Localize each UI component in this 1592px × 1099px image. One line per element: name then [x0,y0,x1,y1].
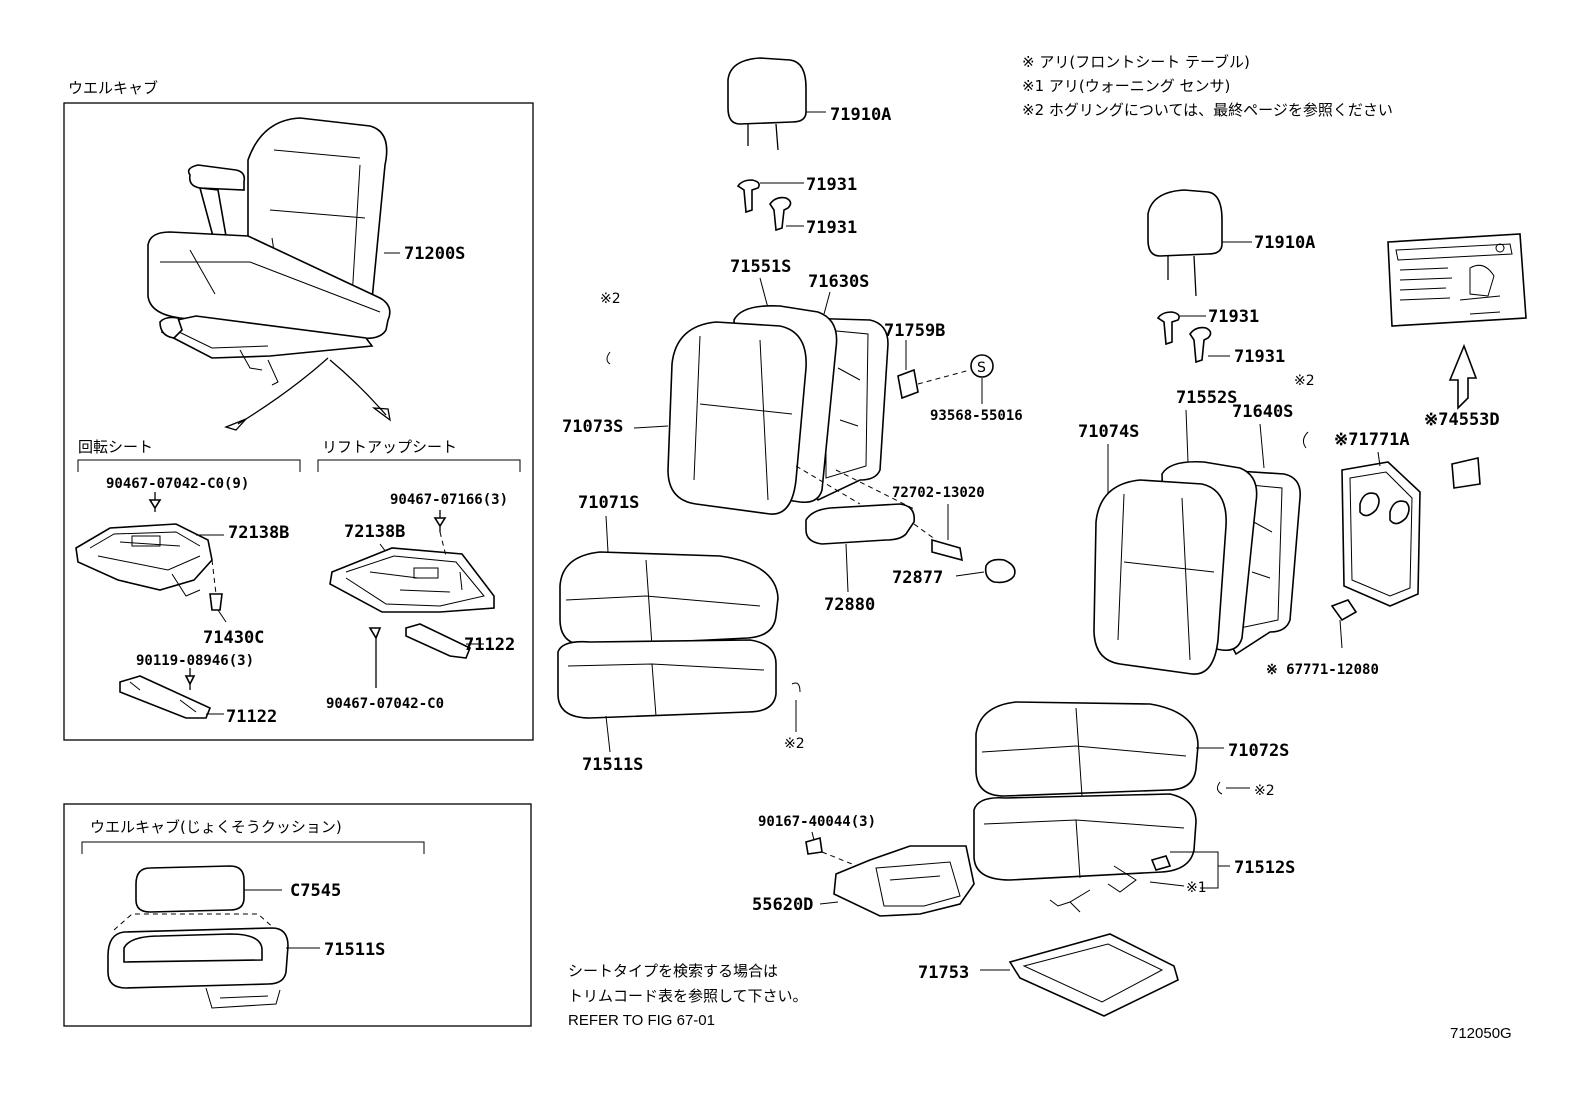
note-warning-sensor: ※1 アリ(ウォーニング センサ) [1022,77,1230,95]
part-label-71931-d[interactable]: 71931 [1234,347,1285,367]
hog-ring-mark-c: ※2 [1294,373,1315,389]
headrest-71910A-right [1147,189,1223,257]
hog-ring-mark-b: ※2 [784,736,805,752]
label-74553D [1451,457,1481,489]
part-label-C7545[interactable]: C7545 [290,881,341,901]
part-label-55620D[interactable]: 55620D [752,895,813,915]
part-label-71511S-main[interactable]: 71511S [582,755,643,775]
part-label-71753[interactable]: 71753 [918,963,969,983]
part-label-93568-55016[interactable]: 93568-55016 [930,408,1023,424]
part-label-71931-a[interactable]: 71931 [806,175,857,195]
part-label-71071S[interactable]: 71071S [578,493,639,513]
arrow-to-liftup [329,359,387,416]
welcab-frame [63,102,534,741]
welcab-seat-drawing [147,117,391,386]
rotating-base-drawing [75,523,213,597]
bolt-72702-13020 [931,538,963,562]
footer-search-note-2: トリムコード表を参照して下さい。 [568,987,808,1005]
welcab-section: ウエルキャブ 71200S 回転シート リフトアップシート 90467-0704 [63,79,534,741]
part-label-90467-07042-C0[interactable]: 90467-07042-C0 [326,696,444,712]
liftup-base-drawing [329,547,495,613]
arrow-to-rotating [237,357,329,425]
headrest-71910A-left [727,57,807,125]
rotating-seat-title: 回転シート [78,438,153,456]
part-label-71640S[interactable]: 71640S [1232,402,1293,422]
part-label-71122-rotating[interactable]: 71122 [226,707,277,727]
table-board-71771A [1341,461,1421,607]
guide-71931-b [769,196,792,232]
s-mark: S [977,360,986,376]
welcab-cushion-section: ウエルキャブ(じょくそうクッション) C7545 71511S [63,803,532,1027]
part-label-71931-c[interactable]: 71931 [1208,307,1259,327]
part-label-71552S[interactable]: 71552S [1176,388,1237,408]
guide-71931-c [1156,311,1180,346]
liftup-seat-title: リフトアップシート [322,438,457,456]
part-label-90467-07042-C0-9[interactable]: 90467-07042-C0(9) [106,476,249,492]
rail-71122-rotating [119,675,212,719]
guide-71931-a [736,179,760,214]
part-label-71072S[interactable]: 71072S [1228,741,1289,761]
footer-notes: シートタイプを検索する場合は トリムコード表を参照して下さい。 REFER TO… [568,962,1512,1042]
part-label-71073S[interactable]: 71073S [562,417,623,437]
arrow-to-label [1448,343,1478,410]
part-label-90119-08946-3[interactable]: 90119-08946(3) [136,653,254,669]
part-label-71771A[interactable]: ※71771A [1334,430,1410,450]
cap-72877 [984,558,1016,584]
cushion-frame-71511S [557,639,777,719]
part-label-71200S[interactable]: 71200S [404,244,465,264]
table-bracket-55620D [833,845,975,917]
part-label-71630S[interactable]: 71630S [808,272,869,292]
footer-search-note-1: シートタイプを検索する場合は [568,962,778,980]
part-label-72880[interactable]: 72880 [824,595,875,615]
guide-71931-d [1189,326,1212,364]
note-front-table: ※ アリ(フロントシート テーブル) [1022,53,1250,71]
cushion-frame-71512S [973,793,1197,881]
part-label-74553D[interactable]: ※74553D [1424,410,1500,430]
part-label-71074S[interactable]: 71074S [1078,422,1139,442]
welcab-cushion-frame [63,803,532,1027]
tray-71753 [1008,933,1179,1017]
part-label-71430C[interactable]: 71430C [203,628,264,648]
part-label-90467-07166-3[interactable]: 90467-07166(3) [390,492,508,508]
part-label-67771-12080[interactable]: ※ 67771-12080 [1266,662,1379,678]
switch-67771-12080 [1330,599,1358,622]
figure-id: 712050G [1450,1025,1512,1042]
hog-ring-mark-d: ※2 [1254,783,1275,799]
welcab-title: ウエルキャブ [68,79,158,97]
part-label-71910A-right[interactable]: 71910A [1254,233,1315,253]
part-label-71511S-cushion[interactable]: 71511S [324,940,385,960]
part-label-72702-13020[interactable]: 72702-13020 [892,485,985,501]
cushion-pad-71072S [975,701,1199,797]
seatback-pad-71073S [667,321,807,515]
hog-ring-mark-a: ※2 [600,291,621,307]
part-label-71512S[interactable]: 71512S [1234,858,1295,878]
footer-refer-fig[interactable]: REFER TO FIG 67-01 [568,1012,715,1029]
bracket-71759B [897,368,919,400]
part-label-72138B-rotating[interactable]: 72138B [228,523,289,543]
rail-71122-liftup [405,623,472,659]
part-label-72138B-liftup[interactable]: 72138B [344,522,405,542]
part-label-71122-liftup[interactable]: 71122 [464,635,515,655]
cushion-C7545-drawing [135,865,245,913]
warning-sensor-mark: ※1 [1186,880,1207,896]
part-label-72877[interactable]: 72877 [892,568,943,588]
part-label-71759B[interactable]: 71759B [884,321,945,341]
welcab-cushion-title: ウエルキャブ(じょくそうクッション) [90,818,342,836]
center-seat-section: 71910A 71931 71931 71551S 71630S ※2 7107… [557,57,1023,917]
note-hog-ring: ※2 ホグリングについては、最終ページを参照ください [1022,101,1393,119]
part-label-71910A-left[interactable]: 71910A [830,105,891,125]
part-label-71931-b[interactable]: 71931 [806,218,857,238]
s-circle-mark [970,354,994,378]
right-seat-section: ※ アリ(フロントシート テーブル) ※1 アリ(ウォーニング センサ) ※2 … [918,53,1527,1017]
seatback-pad-71074S [1093,479,1227,675]
part-label-90167-40044-3[interactable]: 90167-40044(3) [758,814,876,830]
armrest-72880 [805,503,916,545]
part-label-71551S[interactable]: 71551S [730,257,791,277]
screw-90167-40044 [805,836,823,855]
caution-label-drawing [1387,233,1527,327]
